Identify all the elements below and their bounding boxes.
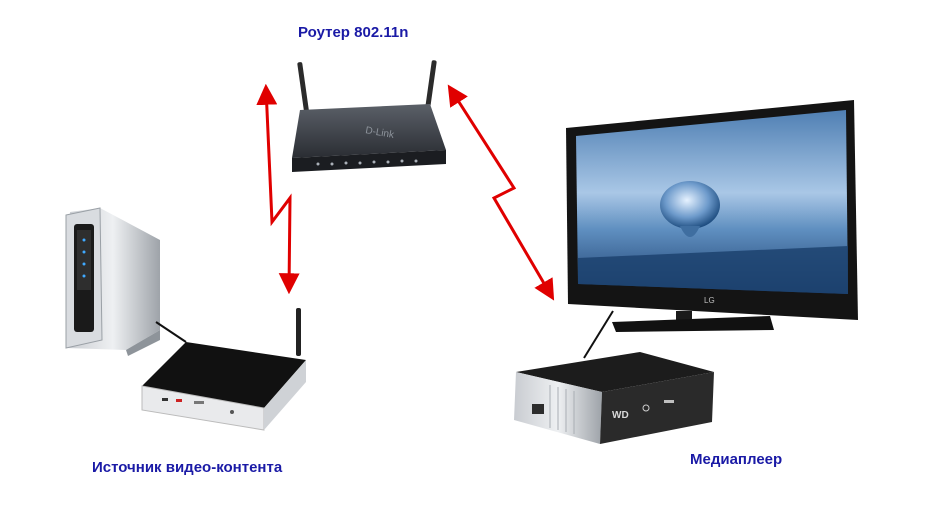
wireless-link-router-source bbox=[256, 83, 300, 295]
media-player-device: WD bbox=[514, 352, 714, 444]
wireless-link-router-player bbox=[447, 84, 555, 301]
nas-device bbox=[65, 207, 160, 356]
router-label: Роутер 802.11n bbox=[298, 24, 409, 41]
cable-tv-to-player bbox=[583, 310, 614, 359]
router-device: D-Link bbox=[292, 60, 446, 172]
cable-nas-to-pc bbox=[155, 321, 187, 343]
media-player-label: Медиаплеер bbox=[690, 451, 783, 468]
router-brand-logo: D-Link bbox=[364, 125, 395, 141]
tv-brand-logo: LG bbox=[704, 296, 715, 305]
player-brand-logo: WD bbox=[612, 410, 629, 421]
tv-device: LG bbox=[566, 100, 858, 332]
mini-pc-device bbox=[141, 308, 306, 431]
source-label: Источник видео-контента bbox=[92, 459, 283, 476]
